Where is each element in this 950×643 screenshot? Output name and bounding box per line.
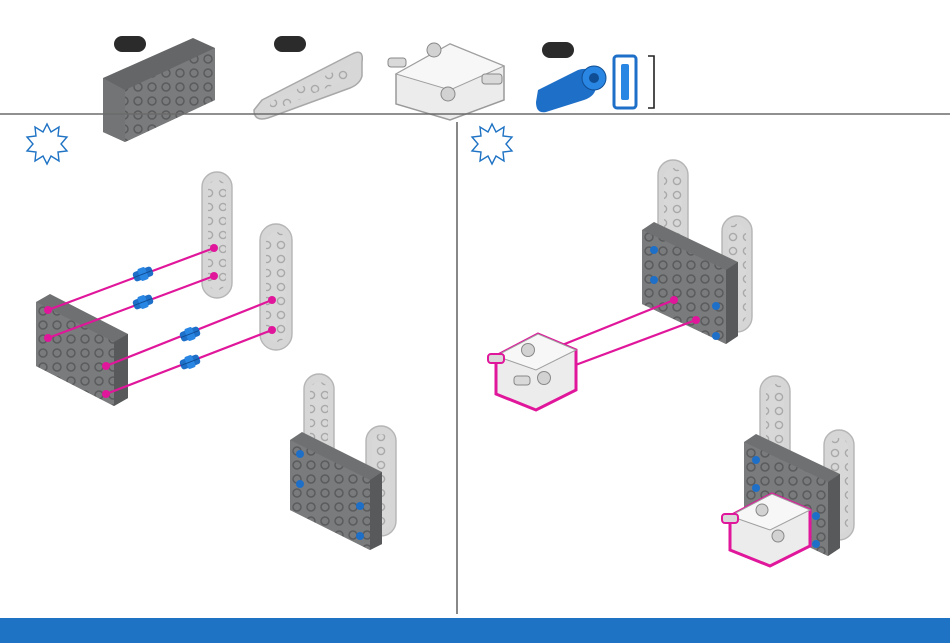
white-connector-exploded [488, 334, 576, 410]
assembled-frame-right-final [722, 376, 854, 566]
gray-plate-exploded [36, 294, 128, 406]
footer-bar [0, 618, 950, 643]
part-light-gray-beam [254, 36, 362, 119]
step-right [472, 124, 854, 566]
assembled-frame-right [642, 160, 752, 344]
blue-pins [131, 264, 201, 371]
quantity-badge [542, 42, 574, 58]
step-left [27, 124, 396, 550]
parts-bar [103, 36, 654, 142]
part-blue-pin [536, 42, 654, 112]
part-white-connector [388, 43, 504, 120]
part-gray-plate [103, 36, 215, 142]
assembled-frame-left [290, 374, 396, 550]
sparkle-burst-icon [27, 124, 67, 164]
quantity-badge [274, 36, 306, 52]
light-beam-front [260, 224, 292, 350]
quantity-badge [114, 36, 146, 52]
sparkle-burst-icon [472, 124, 512, 164]
